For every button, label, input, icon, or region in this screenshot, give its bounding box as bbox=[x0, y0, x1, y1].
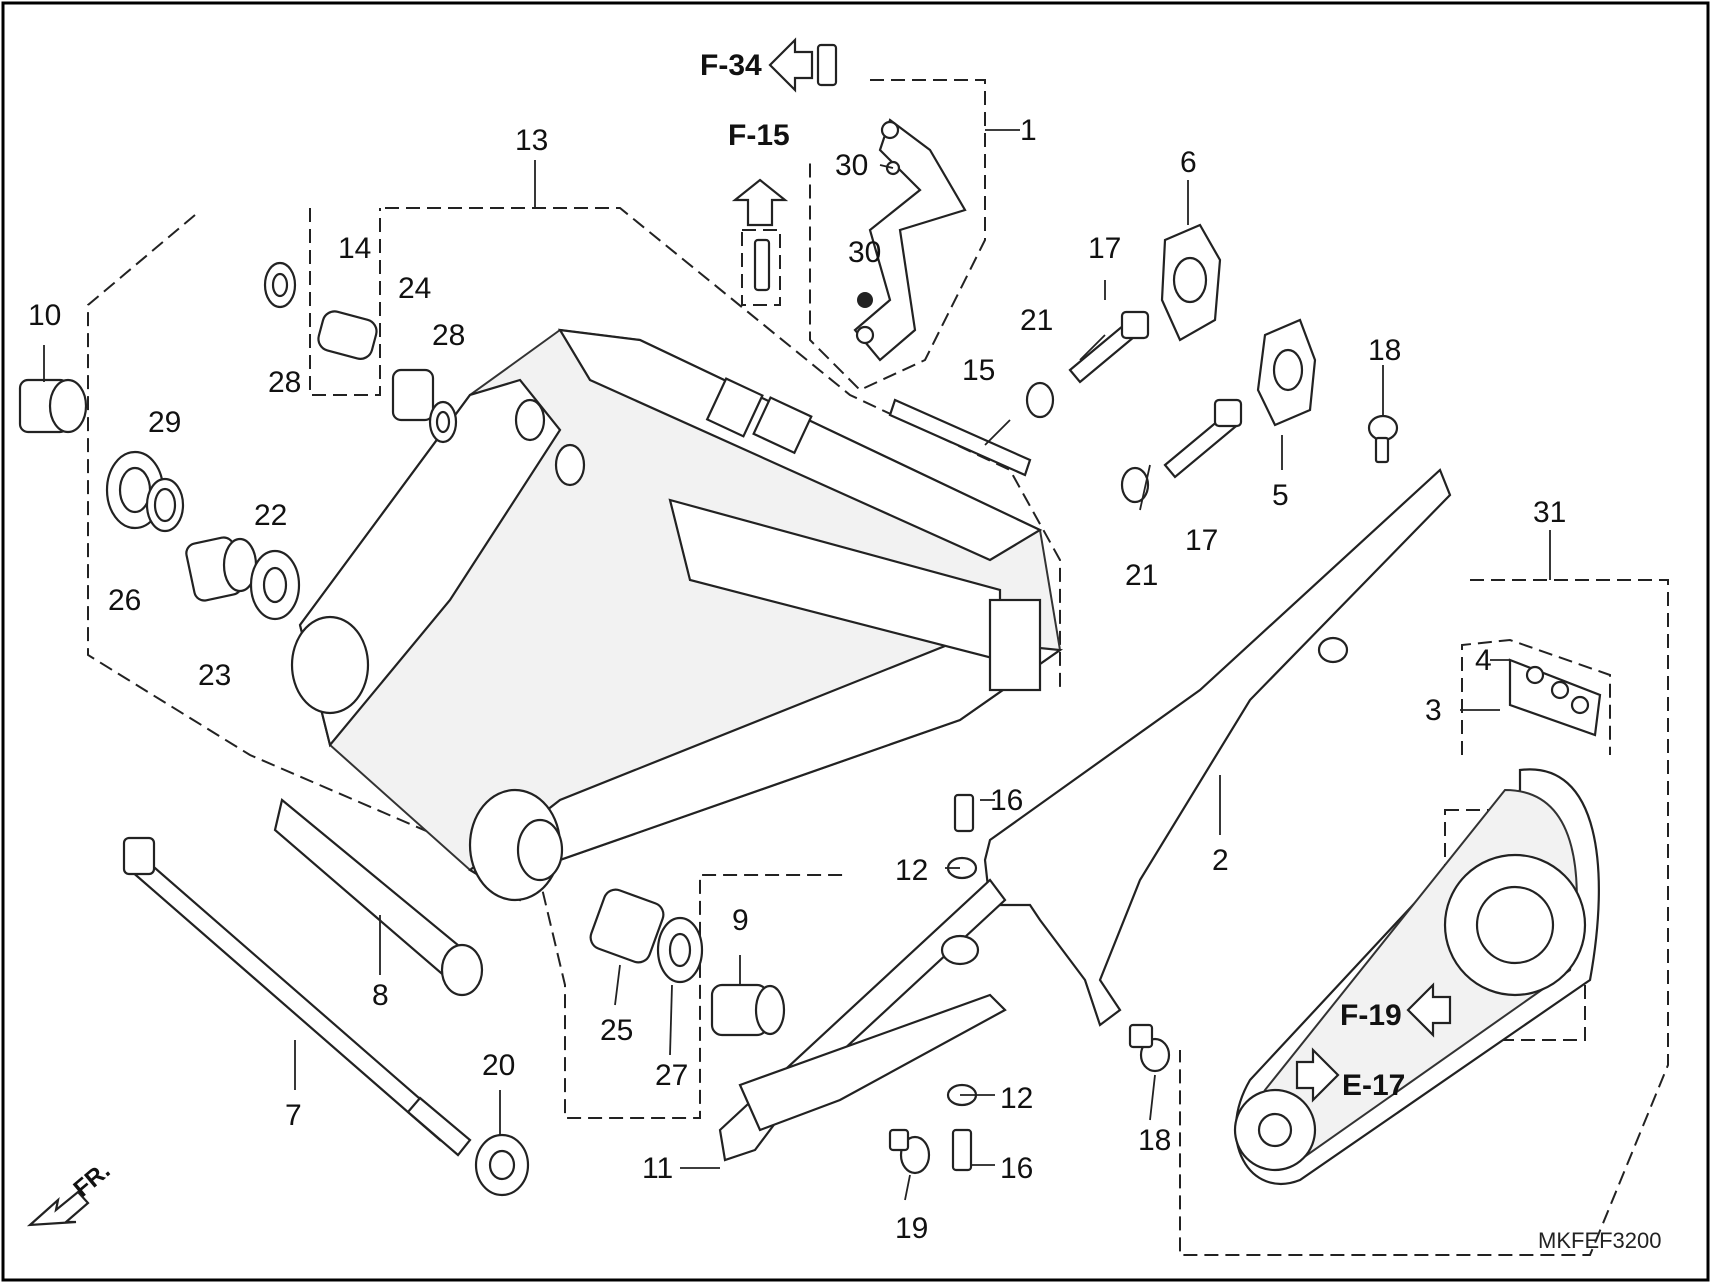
adjusting-bolt-17-a bbox=[1068, 310, 1150, 384]
ref-f19: F-19 bbox=[1340, 999, 1402, 1032]
chain-slider-11 bbox=[718, 878, 1007, 1162]
adjuster-block-6 bbox=[1160, 223, 1222, 342]
pivot-nut-20 bbox=[474, 1133, 530, 1197]
callout-19: 19 bbox=[895, 1212, 928, 1245]
arrow-f19 bbox=[1406, 982, 1452, 1038]
callout-28a: 28 bbox=[268, 366, 301, 399]
screw-f34 bbox=[816, 43, 838, 87]
callout-22: 22 bbox=[254, 499, 287, 532]
callout-9: 9 bbox=[732, 904, 749, 937]
callout-12a: 12 bbox=[895, 854, 928, 887]
callout-3: 3 bbox=[1425, 694, 1442, 727]
callout-15: 15 bbox=[962, 354, 995, 387]
chain-joint-4 bbox=[1508, 658, 1602, 737]
arrow-f34 bbox=[768, 37, 814, 93]
arrow-front bbox=[26, 1190, 90, 1227]
collar-14 bbox=[317, 310, 378, 360]
ref-e17: E-17 bbox=[1342, 1069, 1405, 1102]
bolt-16-a bbox=[953, 793, 975, 833]
callout-7: 7 bbox=[285, 1099, 302, 1132]
needle-bearing-25 bbox=[589, 888, 665, 964]
callout-30b: 30 bbox=[848, 236, 881, 269]
callout-labels: 1 2 3 4 5 6 7 8 9 10 11 12 12 13 14 15 1… bbox=[28, 114, 1566, 1245]
callout-4: 4 bbox=[1475, 644, 1492, 677]
screw-f15 bbox=[753, 238, 771, 292]
callout-13: 13 bbox=[515, 124, 548, 157]
group-outline-1 bbox=[809, 79, 986, 392]
dust-seal-28-a bbox=[263, 261, 297, 309]
bolt-18-b bbox=[1128, 1023, 1171, 1073]
pivot-collar-8 bbox=[273, 798, 484, 997]
bracket-1 bbox=[853, 118, 967, 362]
callout-11: 11 bbox=[642, 1152, 673, 1185]
callout-21a: 21 bbox=[1020, 304, 1053, 337]
callout-2: 2 bbox=[1212, 844, 1229, 877]
callout-21b: 21 bbox=[1125, 559, 1158, 592]
callout-16a: 16 bbox=[990, 784, 1023, 817]
callout-8: 8 bbox=[372, 979, 389, 1012]
callout-1: 1 bbox=[1020, 114, 1037, 147]
arrow-e17 bbox=[1295, 1047, 1340, 1103]
callout-23: 23 bbox=[198, 659, 231, 692]
dust-seal-27 bbox=[656, 916, 704, 984]
bolt-16-b bbox=[951, 1128, 973, 1172]
bolt-19 bbox=[888, 1128, 931, 1175]
drive-sprocket bbox=[1233, 1088, 1317, 1172]
washer-29 bbox=[145, 477, 185, 533]
arrow-f15 bbox=[731, 178, 789, 227]
drawing-code: MKFEF3200 bbox=[1538, 1228, 1662, 1253]
callout-29: 29 bbox=[148, 406, 181, 439]
adjuster-15 bbox=[888, 398, 1032, 477]
callout-14: 14 bbox=[338, 232, 371, 265]
ball-bearing-22 bbox=[249, 549, 301, 621]
group-outline-3 bbox=[1461, 638, 1611, 755]
callout-17a: 17 bbox=[1088, 232, 1121, 265]
group-outline-31 bbox=[1179, 579, 1669, 1256]
callout-25: 25 bbox=[600, 1014, 633, 1047]
needle-bearing-23 bbox=[185, 536, 258, 602]
callout-18b: 18 bbox=[1138, 1124, 1171, 1157]
callout-20: 20 bbox=[482, 1049, 515, 1082]
callout-26: 26 bbox=[108, 584, 141, 617]
driven-sprocket bbox=[1443, 853, 1587, 997]
group-outline-14 bbox=[309, 208, 381, 396]
callout-28b: 28 bbox=[432, 319, 465, 352]
callout-5: 5 bbox=[1272, 479, 1289, 512]
callout-12b: 12 bbox=[1000, 1082, 1033, 1115]
callout-16b: 16 bbox=[1000, 1152, 1033, 1185]
adjusting-bolt-17-b bbox=[1163, 398, 1243, 479]
callout-17b: 17 bbox=[1185, 524, 1218, 557]
ref-f15: F-15 bbox=[728, 119, 790, 152]
callout-27: 27 bbox=[655, 1059, 688, 1092]
bolt-30-b bbox=[857, 292, 873, 308]
group-outline-f15 bbox=[741, 229, 781, 306]
lock-nut-21-a bbox=[1025, 381, 1055, 419]
collar-9 bbox=[710, 983, 786, 1037]
adjuster-plate-5 bbox=[1256, 318, 1317, 427]
lock-nut-21-b bbox=[1120, 466, 1150, 504]
dust-seal-28-b bbox=[428, 400, 458, 444]
callout-30a: 30 bbox=[835, 149, 868, 182]
pivot-shaft-7 bbox=[122, 836, 472, 1157]
pivot-collar-10 bbox=[18, 378, 88, 434]
callout-24: 24 bbox=[398, 272, 431, 305]
callout-31: 31 bbox=[1533, 496, 1566, 529]
ref-f34: F-34 bbox=[700, 49, 762, 82]
chain-cover-2 bbox=[983, 468, 1452, 1027]
callout-10: 10 bbox=[28, 299, 61, 332]
needle-bearing-24 bbox=[391, 368, 435, 422]
bolt-18-a bbox=[1367, 414, 1399, 464]
callout-18a: 18 bbox=[1368, 334, 1401, 367]
group-outline-13 bbox=[87, 214, 845, 1119]
callout-6: 6 bbox=[1180, 146, 1197, 179]
swingarm-13 bbox=[290, 328, 1064, 902]
leader-lines bbox=[43, 129, 1551, 1201]
